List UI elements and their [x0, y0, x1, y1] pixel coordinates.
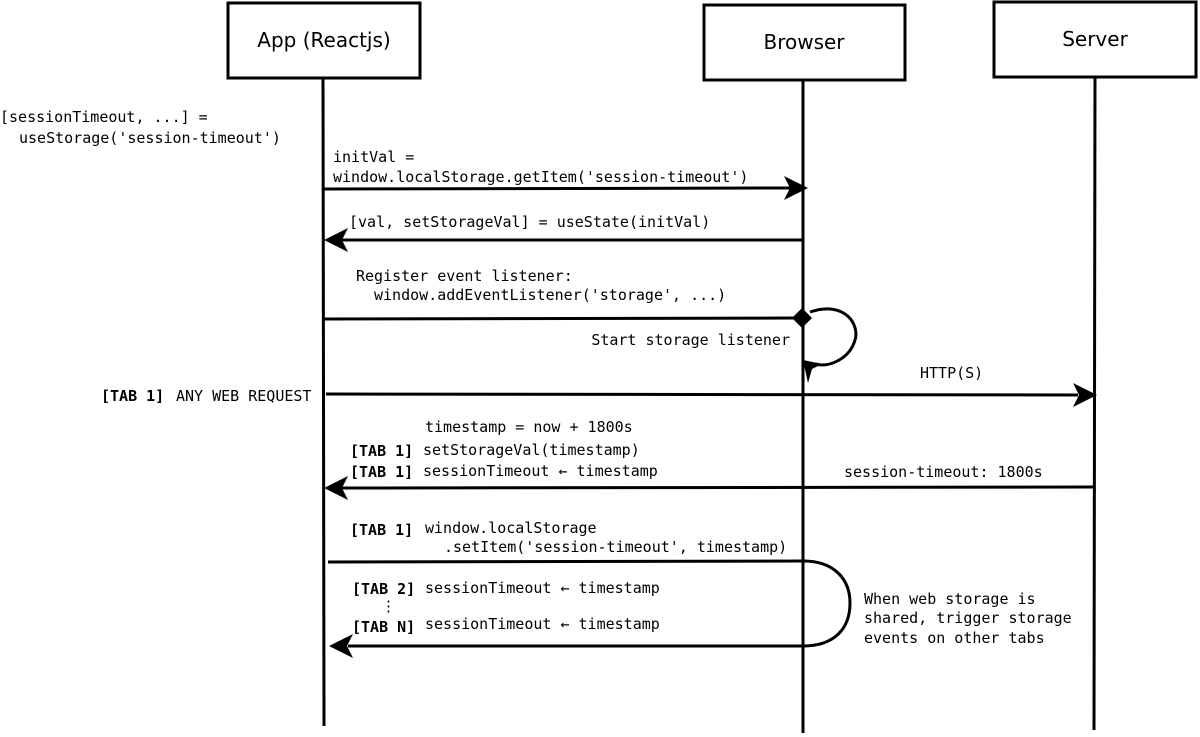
tabn-label: sessionTimeout ← timestamp [425, 615, 660, 633]
use-state-arrow-head [324, 228, 348, 252]
start-listener-label: Start storage listener [591, 331, 790, 349]
register-label-line2: window.addEventListener('storage', ...) [374, 286, 726, 304]
actor-server-box [992, 0, 1198, 79]
register-diamond [792, 308, 812, 328]
actor-browser-label: Browser [763, 30, 845, 54]
storage-event-loop [802, 559, 852, 648]
actor-server: Server [992, 0, 1198, 79]
actor-app-label: App (Reactjs) [257, 28, 390, 52]
actor-server-label: Server [1062, 27, 1128, 51]
http-request-arrow [325, 392, 1079, 397]
get-item-arrow-head [784, 176, 808, 200]
web-request-tag: [TAB 1] [101, 387, 164, 405]
actor-browser-box [702, 3, 907, 82]
actor-app-box [226, 1, 422, 80]
session-response-arrow [341, 485, 1095, 490]
session-assign-tag: [TAB 1] [350, 463, 413, 481]
listener-self-loop [809, 307, 858, 367]
actor-browser: Browser [702, 3, 907, 82]
tab2-label: sessionTimeout ← timestamp [425, 579, 660, 597]
shared-note-line2: shared, trigger storage [864, 609, 1072, 627]
http-label: HTTP(S) [920, 364, 983, 382]
listener-self-loop-head [803, 360, 822, 383]
actor-app: App (Reactjs) [226, 1, 422, 80]
local-storage-label-line2: .setItem('session-timeout', timestamp) [444, 538, 787, 556]
timestamp-calc-label: timestamp = now + 1800s [425, 418, 633, 436]
set-storage-label: setStorageVal(timestamp) [423, 441, 640, 459]
session-response-label: session-timeout: 1800s [844, 463, 1043, 481]
use-storage-label-line1: [sessionTimeout, ...] = [0, 108, 208, 126]
set-item-line [327, 559, 807, 564]
set-storage-tag: [TAB 1] [350, 442, 413, 460]
tabn-tag: [TAB N] [352, 618, 415, 636]
shared-note-line1: When web storage is [864, 590, 1036, 608]
local-storage-label-line1: window.localStorage [425, 519, 597, 537]
register-arrow [322, 316, 795, 321]
init-val-label-line2: window.localStorage.getItem('session-tim… [333, 168, 748, 186]
session-assign-label: sessionTimeout ← timestamp [423, 462, 658, 480]
web-request-label: ANY WEB REQUEST [176, 387, 311, 405]
server-lifeline [1092, 76, 1097, 731]
tab-ellipsis: ⋮ [381, 597, 396, 615]
use-state-label: [val, setStorageVal] = useState(initVal) [349, 213, 710, 231]
storage-event-arrow-head [329, 634, 353, 658]
tab2-tag: [TAB 2] [352, 580, 415, 598]
shared-note-line3: events on other tabs [864, 629, 1045, 647]
register-label-line1: Register event listener: [356, 267, 573, 285]
init-val-label-line1: initVal = [333, 148, 414, 166]
http-request-arrow-head [1073, 383, 1097, 407]
get-item-arrow [322, 186, 791, 191]
app-lifeline [321, 77, 326, 727]
local-storage-tag: [TAB 1] [350, 521, 413, 539]
use-storage-label-line2: useStorage('session-timeout') [19, 129, 281, 147]
session-response-arrow-head [324, 476, 348, 500]
